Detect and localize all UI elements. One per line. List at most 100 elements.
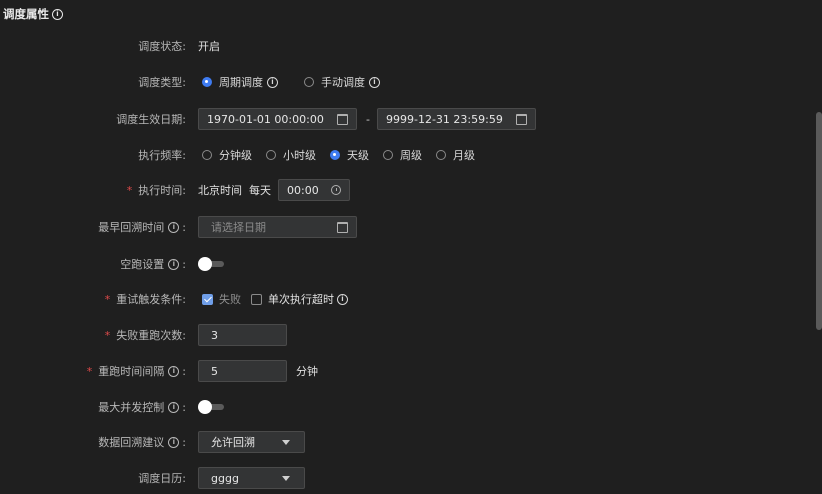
exec-time-value: 00:00 (287, 183, 319, 197)
retry-on-timeout-label: 单次执行超时 (268, 293, 334, 306)
schedule-type-label-text: 调度类型: (138, 76, 186, 89)
calendar-icon (515, 113, 527, 125)
vertical-scrollbar[interactable] (816, 112, 822, 330)
section-title: 调度属性 i (3, 6, 63, 22)
retry-count-input[interactable]: 3 (198, 324, 287, 346)
info-icon[interactable]: i (168, 258, 180, 270)
calendar-label: 调度日历: (0, 470, 186, 486)
radio-minute[interactable]: 分钟级 (202, 147, 252, 163)
required-marker: * (86, 364, 93, 378)
radio-dot (266, 150, 276, 160)
info-icon[interactable]: i (168, 436, 180, 448)
dry-run-label: 空跑设置 i : (120, 257, 186, 272)
info-icon[interactable]: i (267, 76, 278, 88)
retry-interval-label-text: 重跑时间间隔 (98, 365, 165, 378)
schedule-status-value: 开启 (198, 40, 220, 53)
effective-date-label-text: 调度生效日期: (116, 113, 186, 126)
required-marker: * (104, 292, 111, 306)
backfill-time-label: 最早回溯时间 i : (98, 220, 186, 235)
exec-time-label-text: 执行时间: (138, 184, 186, 197)
backfill-suggestion-label-text: 数据回溯建议 (98, 436, 165, 449)
caret-down-icon (282, 439, 290, 445)
info-icon[interactable]: i (369, 76, 380, 88)
row-backfill-time: 最早回溯时间 i : 请选择日期 (0, 215, 760, 239)
radio-dot (202, 77, 212, 87)
row-retry-condition: * 重试触发条件: 失败 单次执行超时 i (0, 287, 760, 311)
radio-dot (383, 150, 393, 160)
backfill-suggestion-label: 数据回溯建议 i : (98, 435, 186, 450)
calendar-select[interactable]: gggg (198, 467, 305, 489)
radio-label: 周级 (400, 149, 422, 162)
max-concurrency-toggle[interactable] (198, 400, 224, 414)
row-retry-count: * 失败重跑次数: 3 (0, 323, 760, 347)
backfill-suggestion-select[interactable]: 允许回溯 (198, 431, 305, 453)
info-icon[interactable]: i (337, 293, 348, 305)
retry-count-label: * 失败重跑次数: (0, 327, 186, 343)
retry-interval-input[interactable]: 5 (198, 360, 287, 382)
info-icon[interactable]: i (168, 365, 180, 377)
calendar-value: gggg (211, 471, 239, 485)
retry-condition-label-text: 重试触发条件: (116, 293, 186, 306)
radio-week[interactable]: 周级 (383, 147, 422, 163)
calendar-label-text: 调度日历: (138, 472, 186, 485)
radio-periodic-schedule[interactable]: 周期调度 i (202, 74, 278, 90)
max-concurrency-label-text: 最大并发控制 (98, 401, 165, 414)
radio-label: 天级 (347, 149, 369, 162)
backfill-suggestion-value: 允许回溯 (211, 436, 255, 449)
retry-count-label-text: 失败重跑次数: (116, 329, 186, 342)
retry-condition-label: * 重试触发条件: (0, 291, 186, 307)
radio-label: 小时级 (283, 149, 316, 162)
backfill-date-input[interactable]: 请选择日期 (198, 216, 357, 238)
effective-end-date-value: 9999-12-31 23:59:59 (385, 112, 503, 126)
date-range-separator: - (366, 112, 370, 126)
calendar-icon (337, 221, 348, 233)
info-icon[interactable]: i (168, 401, 180, 413)
retry-interval-unit: 分钟 (296, 365, 318, 378)
effective-start-date-input[interactable]: 1970-01-01 00:00:00 (198, 108, 357, 130)
backfill-date-placeholder: 请选择日期 (211, 221, 266, 234)
required-marker: * (104, 328, 111, 342)
dry-run-toggle[interactable] (198, 257, 224, 271)
dry-run-label-text: 空跑设置 (120, 258, 165, 271)
radio-month[interactable]: 月级 (436, 147, 475, 163)
row-effective-date: 调度生效日期: 1970-01-01 00:00:00 - 9999-12-31… (0, 107, 760, 131)
effective-date-label: 调度生效日期: (0, 111, 186, 127)
retry-on-fail-label: 失败 (219, 293, 241, 306)
clock-icon (331, 185, 341, 195)
schedule-status-label-text: 调度状态: (138, 40, 186, 53)
radio-dot (202, 150, 212, 160)
row-backfill-suggestion: 数据回溯建议 i : 允许回溯 (0, 430, 760, 454)
radio-dot (436, 150, 446, 160)
frequency-label: 执行频率: (0, 147, 186, 163)
row-calendar: 调度日历: gggg (0, 466, 760, 490)
row-dry-run: 空跑设置 i : (0, 252, 760, 276)
row-frequency: 执行频率: 分钟级 小时级 天级 周级 月级 (0, 143, 760, 167)
calendar-icon (337, 113, 348, 125)
radio-day[interactable]: 天级 (330, 147, 369, 163)
retry-count-value: 3 (211, 328, 218, 342)
schedule-type-label: 调度类型: (0, 74, 186, 90)
row-exec-time: * 执行时间: 北京时间 每天 00:00 (0, 178, 760, 202)
radio-label: 周期调度 (219, 76, 263, 89)
radio-label: 手动调度 (321, 76, 365, 89)
retry-on-timeout-checkbox[interactable] (251, 293, 262, 305)
radio-hour[interactable]: 小时级 (266, 147, 316, 163)
section-title-text: 调度属性 (3, 7, 49, 21)
effective-end-date-input[interactable]: 9999-12-31 23:59:59 (376, 108, 536, 130)
row-max-concurrency: 最大并发控制 i : (0, 395, 760, 419)
backfill-time-label-text: 最早回溯时间 (98, 221, 165, 234)
radio-manual-schedule[interactable]: 手动调度 i (304, 74, 380, 90)
exec-timezone: 北京时间 (198, 184, 242, 197)
exec-time-label: * 执行时间: (0, 182, 186, 198)
retry-interval-label: * 重跑时间间隔 i : (86, 364, 186, 379)
retry-on-fail-checkbox[interactable] (202, 293, 213, 305)
row-schedule-type: 调度类型: 周期调度 i 手动调度 i (0, 70, 760, 94)
info-icon[interactable]: i (52, 8, 63, 20)
info-icon[interactable]: i (168, 221, 180, 233)
retry-interval-value: 5 (211, 364, 218, 378)
schedule-status-label: 调度状态: (0, 38, 186, 54)
radio-dot (304, 77, 314, 87)
exec-time-picker[interactable]: 00:00 (278, 179, 350, 201)
required-marker: * (126, 183, 133, 197)
max-concurrency-label: 最大并发控制 i : (98, 400, 186, 415)
